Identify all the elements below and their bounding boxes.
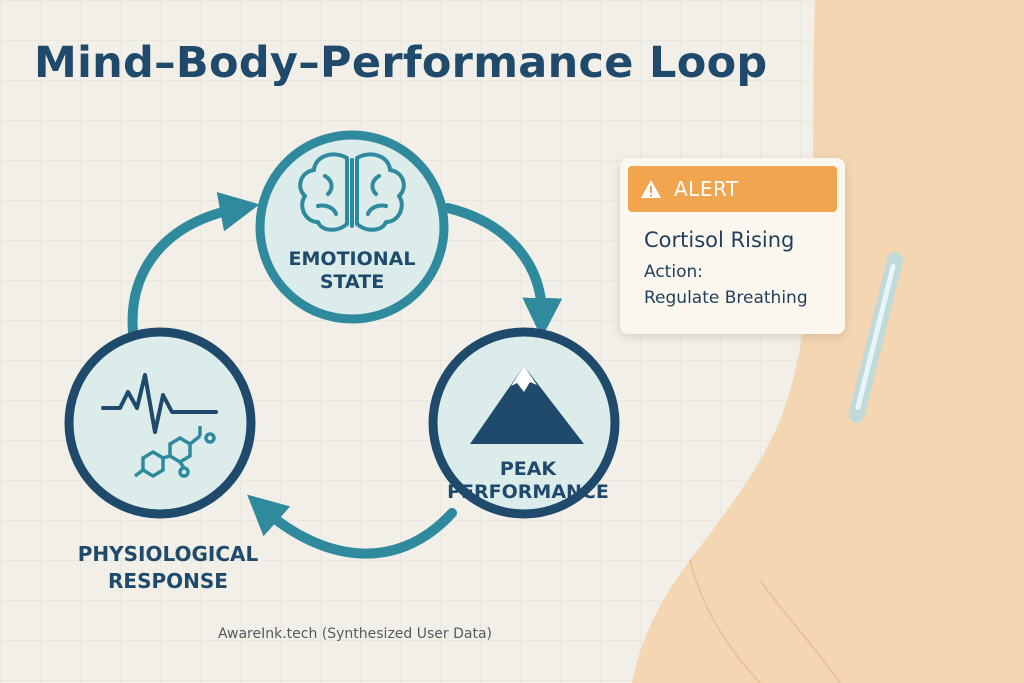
arrow-emotional-to-peak: [443, 203, 563, 338]
alert-action: Regulate Breathing: [644, 288, 808, 308]
alert-badge: ALERT: [674, 177, 739, 201]
wearable-sensor-patch: [848, 252, 904, 423]
loop-arrows: [127, 192, 563, 559]
node-label-peak-performance: PEAK PERFORMANCE: [447, 458, 609, 503]
footer-credit: AwareInk.tech (Synthesized User Data): [218, 626, 492, 642]
alert-header: ALERT: [628, 166, 837, 212]
warning-icon: [641, 180, 661, 198]
heartbeat-molecule-icon: [101, 373, 218, 479]
alert-title: Cortisol Rising: [644, 228, 795, 252]
node-label-emotional-state: EMOTIONAL STATE: [288, 248, 416, 293]
node-physiological-response: [64, 327, 256, 519]
brain-icon: [298, 152, 406, 232]
page-title: Mind–Body–Performance Loop: [34, 38, 768, 88]
node-peak-performance: [428, 327, 620, 519]
arm-illustration: [632, 0, 1024, 683]
alert-card: ALERT Cortisol Rising Action: Regulate B…: [620, 158, 845, 334]
node-label-physiological-response: PHYSIOLOGICAL RESPONSE: [77, 542, 259, 593]
alert-action-label: Action:: [644, 262, 703, 282]
mountain-icon: [470, 366, 584, 444]
arrow-peak-to-physio: [247, 494, 457, 559]
arrow-physio-to-emotional: [127, 192, 260, 337]
node-emotional-state: [255, 130, 449, 324]
